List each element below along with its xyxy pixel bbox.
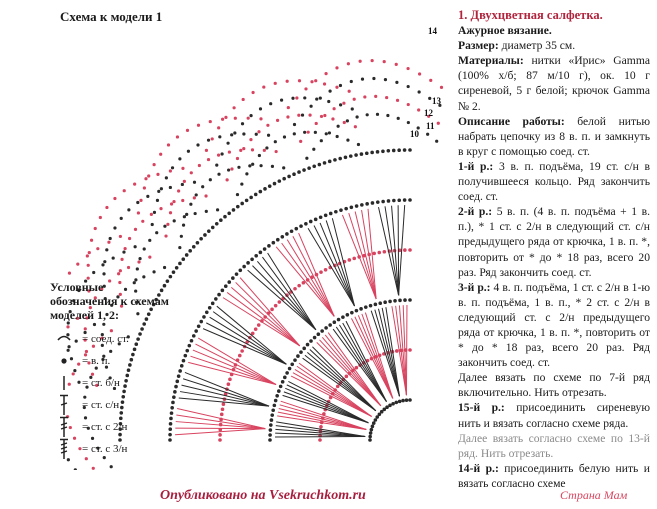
treble-crochet-icon xyxy=(50,416,78,438)
round-number-13: 13 xyxy=(432,96,441,106)
continue-paragraph: Далее вязать по схеме по 7-й ряд включит… xyxy=(458,371,650,400)
legend-item-treble-crochet: = ст. с 2/н xyxy=(50,416,170,438)
tail-paragraph: Далее вязать согласно схеме по 13-й ряд.… xyxy=(458,431,650,460)
double-treble-crochet-icon xyxy=(50,438,78,460)
chain-dot-icon xyxy=(50,350,78,372)
pattern-description: 1. Двухцветная салфетка. Ажурное вязание… xyxy=(458,8,650,491)
pattern-subtitle: Ажурное вязание. xyxy=(458,24,552,38)
round-number-14: 14 xyxy=(428,26,437,36)
pattern-title: 1. Двухцветная салфетка. xyxy=(458,8,603,22)
diagram-title: Схема к модели 1 xyxy=(60,9,163,24)
round-number-11: 11 xyxy=(426,121,435,131)
crochet-chart xyxy=(65,58,444,470)
round-3-paragraph: 3-й р.: 4 в. п. подъёма, 1 ст. с 2/н в 1… xyxy=(458,280,650,370)
single-crochet-icon xyxy=(50,372,78,394)
work-paragraph: Описание работы: белой нитью набрать цеп… xyxy=(458,114,650,158)
round-2-paragraph: 2-й р.: 5 в. п. (4 в. п. подъёма + 1 в. … xyxy=(458,205,650,279)
legend-item-slip-stitch: = соед. ст. xyxy=(50,328,170,350)
legend-item-single-crochet: = ст. б/н xyxy=(50,372,170,394)
legend-item-double-crochet: = ст. с/н xyxy=(50,394,170,416)
double-crochet-icon xyxy=(50,394,78,416)
site-watermark: Страна Мам xyxy=(560,488,628,502)
symbol-legend: Условные обозначения к схемам моделей 1,… xyxy=(50,280,170,460)
legend-item-double-treble-crochet: = ст. с 3/н xyxy=(50,438,170,460)
size-paragraph: Размер: диаметр 35 см. xyxy=(458,39,576,53)
slip-stitch-icon xyxy=(50,328,78,350)
round-1-paragraph: 1-й р.: 3 в. п. подъёма, 19 ст. с/н в по… xyxy=(458,159,650,204)
publisher-watermark: Опубликовано на Vsekruchkom.ru xyxy=(160,488,366,503)
round-15-paragraph: 15-й р.: присоединить сиреневую нить и в… xyxy=(458,401,650,430)
legend-title: Условные обозначения к схемам моделей 1,… xyxy=(50,280,169,322)
round-number-10: 10 xyxy=(410,129,419,139)
materials-paragraph: Материалы: нитки «Ирис» Gamma (100% х/б;… xyxy=(458,54,650,113)
round-number-12: 12 xyxy=(424,108,433,118)
round-14-paragraph: 14-й р.: присоединить белую нить и вязат… xyxy=(458,461,650,490)
legend-item-chain: = в. п. xyxy=(50,350,170,372)
